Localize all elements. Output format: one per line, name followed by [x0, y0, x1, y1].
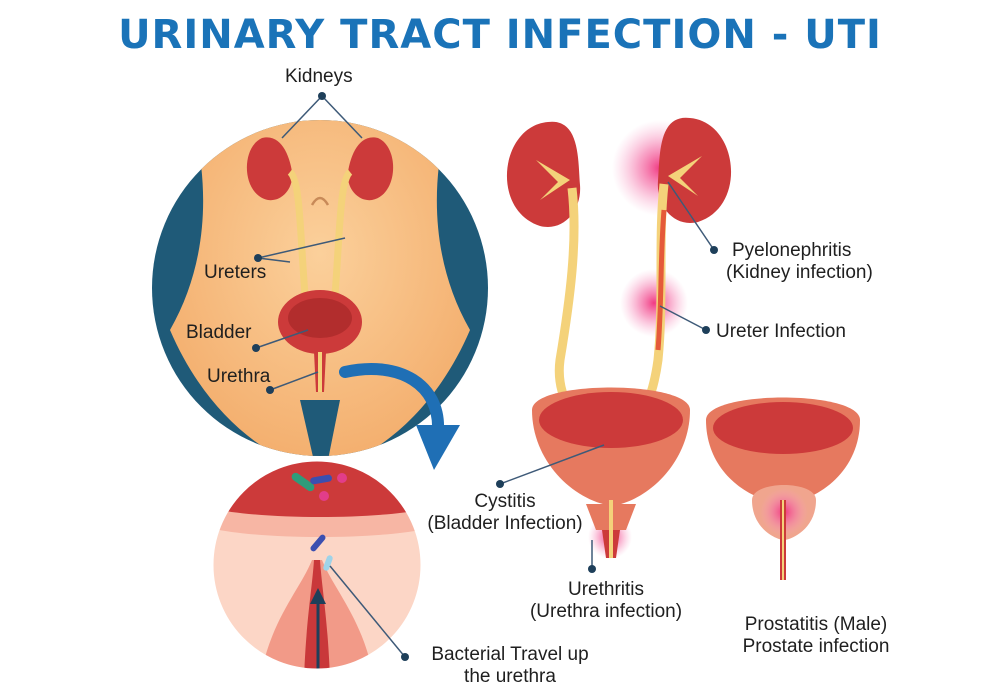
- label-prostatitis-title: Prostatitis (Male): [744, 614, 888, 635]
- body-leaders: [255, 95, 363, 391]
- bacteria-leader: [329, 565, 409, 661]
- zoom-circle-border: [210, 458, 424, 672]
- label-pyelonephritis: Pyelonephritis (Kidney infection): [726, 240, 873, 284]
- page-title: URINARY TRACT INFECTION - UTI: [118, 12, 882, 58]
- label-pyelonephritis-title: Pyelonephritis: [732, 240, 852, 261]
- label-prostatitis: Prostatitis (Male) Prostate infection: [716, 614, 916, 658]
- label-urethritis-title: Urethritis: [567, 579, 644, 600]
- label-cystitis: Cystitis (Bladder Infection): [420, 491, 590, 535]
- label-urethritis-sub: (Urethra infection): [529, 601, 683, 622]
- label-ureter-infection: Ureter Infection: [716, 321, 846, 342]
- label-urethra: Urethra: [207, 366, 271, 387]
- right-urinary-system: [506, 117, 860, 580]
- label-cystitis-title: Cystitis: [474, 491, 536, 512]
- curved-arrow: [339, 363, 460, 470]
- label-bacterial-travel-title: Bacterial Travel up: [431, 644, 589, 665]
- label-pyelonephritis-sub: (Kidney infection): [726, 262, 873, 283]
- label-bacterial-travel: Bacterial Travel up the urethra: [410, 644, 610, 688]
- label-ureters: Ureters: [204, 262, 267, 283]
- label-bacterial-travel-sub: the urethra: [464, 666, 556, 687]
- label-kidneys: Kidneys: [285, 66, 353, 87]
- right-leader-dots: [496, 246, 718, 573]
- body-kidneys: [246, 137, 394, 392]
- label-bladder: Bladder: [186, 322, 252, 343]
- label-cystitis-sub: (Bladder Infection): [427, 513, 583, 534]
- label-urethritis: Urethritis (Urethra infection): [506, 579, 706, 623]
- zoom-circle: [212, 460, 422, 670]
- right-leaders: [499, 181, 715, 569]
- label-prostatitis-sub: Prostate infection: [742, 636, 890, 657]
- body-leader-dots: [252, 92, 326, 394]
